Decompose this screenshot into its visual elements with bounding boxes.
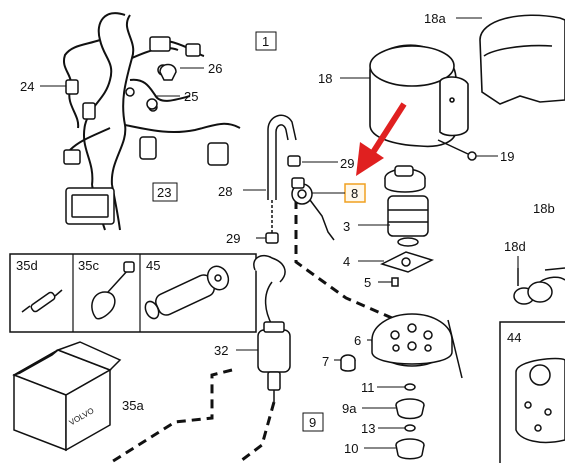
dashed-lines: [109, 200, 393, 463]
boxed-callouts: 1 23 9: [152, 31, 324, 432]
callout-35c: 35c: [78, 258, 99, 273]
callout-13: 13: [361, 421, 375, 436]
kit-panel: 35d 35c 45: [9, 253, 257, 333]
callout-5: 5: [364, 275, 371, 290]
callout-18a: 18a: [424, 11, 446, 26]
callout-29-lower: 29: [226, 231, 240, 246]
callout-19: 19: [500, 149, 514, 164]
splice-connector-icon: [144, 265, 230, 320]
parts-box: [12, 341, 122, 452]
callout-7: 7: [322, 354, 329, 369]
callout-9a: 9a: [342, 401, 357, 416]
callout-29-upper: 29: [340, 156, 354, 171]
callout-9-box: 9: [309, 415, 316, 430]
callout-45: 45: [146, 258, 160, 273]
small-parts-top: [146, 63, 177, 110]
motor-stack: [371, 165, 463, 379]
solenoid: [253, 254, 291, 402]
lower-parts: [340, 354, 425, 460]
callout-35d: 35d: [16, 258, 38, 273]
callout-6: 6: [354, 333, 361, 348]
callout-18b: 18b: [533, 201, 555, 216]
highlight-arrow-shaft: [369, 102, 407, 156]
callout-23: 23: [157, 185, 171, 200]
sensor-part: [291, 177, 335, 241]
callout-28: 28: [218, 184, 232, 199]
callout-4: 4: [343, 254, 350, 269]
highlight-arrow-head: [356, 142, 384, 176]
callout-10: 10: [344, 441, 358, 456]
screw-19: [437, 139, 477, 161]
leader-lines: [40, 17, 519, 449]
harness-connectors: [63, 36, 229, 225]
callout-18: 18: [318, 71, 332, 86]
callout-25: 25: [184, 89, 198, 104]
callout-32: 32: [214, 343, 228, 358]
right-parts: [499, 267, 565, 463]
callout-11: 11: [361, 380, 375, 395]
cable-tie-icon: [91, 261, 135, 320]
callout-24: 24: [20, 79, 34, 94]
hose: [267, 114, 297, 200]
callout-18d: 18d: [504, 239, 526, 254]
callout-35a: 35a: [122, 398, 144, 413]
fuse-icon: [21, 289, 63, 313]
callout-1: 1: [262, 34, 269, 49]
callout-labels: 24 26 25 28 29 29 18 18a 19 18b 18d 3 4 …: [20, 11, 555, 456]
callout-44: 44: [507, 330, 521, 345]
callout-3: 3: [343, 219, 350, 234]
highlight-group: 8: [312, 102, 407, 203]
callout-26: 26: [208, 61, 222, 76]
callout-8: 8: [351, 186, 358, 201]
cover: [479, 14, 565, 105]
